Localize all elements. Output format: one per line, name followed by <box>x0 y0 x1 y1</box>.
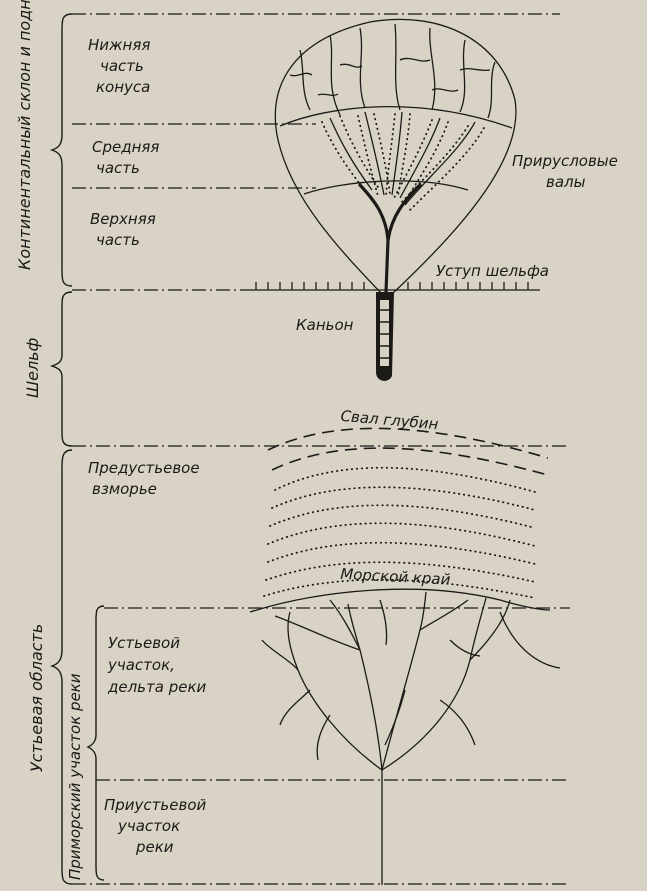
label-levees-2: валы <box>546 173 586 191</box>
fan-boundary-upper <box>304 181 468 194</box>
label-middle-2: часть <box>96 159 140 177</box>
label-pre-estuary-1: Предустьевое <box>88 459 200 477</box>
label-continental-slope-line1: Континентальный склон и подножие <box>15 0 34 270</box>
label-upper-2: часть <box>96 231 140 249</box>
label-shelf: Шельф <box>23 338 42 398</box>
label-lower-cone-1: Нижняя <box>88 36 150 54</box>
label-coastal-river: Приморский участок реки <box>66 673 84 880</box>
label-levees-1: Прирусловые <box>512 152 618 170</box>
shelf-edge-ticks <box>256 282 528 290</box>
delta-network <box>262 592 510 885</box>
label-delta-3: дельта реки <box>107 678 207 696</box>
label-sea-edge: Морской край <box>340 565 451 589</box>
label-near-estuary-1: Приустьевой <box>104 796 206 814</box>
depth-drop-arc-1 <box>268 428 548 458</box>
label-near-estuary-2: участок <box>117 817 180 835</box>
fan-branches-upper <box>290 24 495 118</box>
bracket-shelf <box>52 292 72 446</box>
label-upper-1: Верхняя <box>90 210 156 228</box>
label-lower-cone-2: часть <box>100 57 144 75</box>
label-canyon: Каньон <box>296 316 354 334</box>
label-delta-1: Устьевой <box>108 634 180 652</box>
fan-channels <box>330 112 475 205</box>
label-estuary-area: Устьевая область <box>27 624 46 772</box>
fan-boundary-lower <box>280 107 512 128</box>
label-near-estuary-3: реки <box>135 838 174 856</box>
label-shelf-edge: Уступ шельфа <box>436 262 549 280</box>
label-lower-cone-3: конуса <box>96 78 150 96</box>
bracket-coastal-river <box>88 606 104 880</box>
label-pre-estuary-2: взморье <box>92 480 157 498</box>
label-delta-2: участок, <box>107 656 175 674</box>
depth-drop-arc-2 <box>272 448 548 475</box>
sea-edge-extension <box>500 612 560 668</box>
fan-levees <box>322 114 484 210</box>
label-middle-1: Средняя <box>92 138 159 156</box>
bracket-continental-slope <box>52 14 72 286</box>
